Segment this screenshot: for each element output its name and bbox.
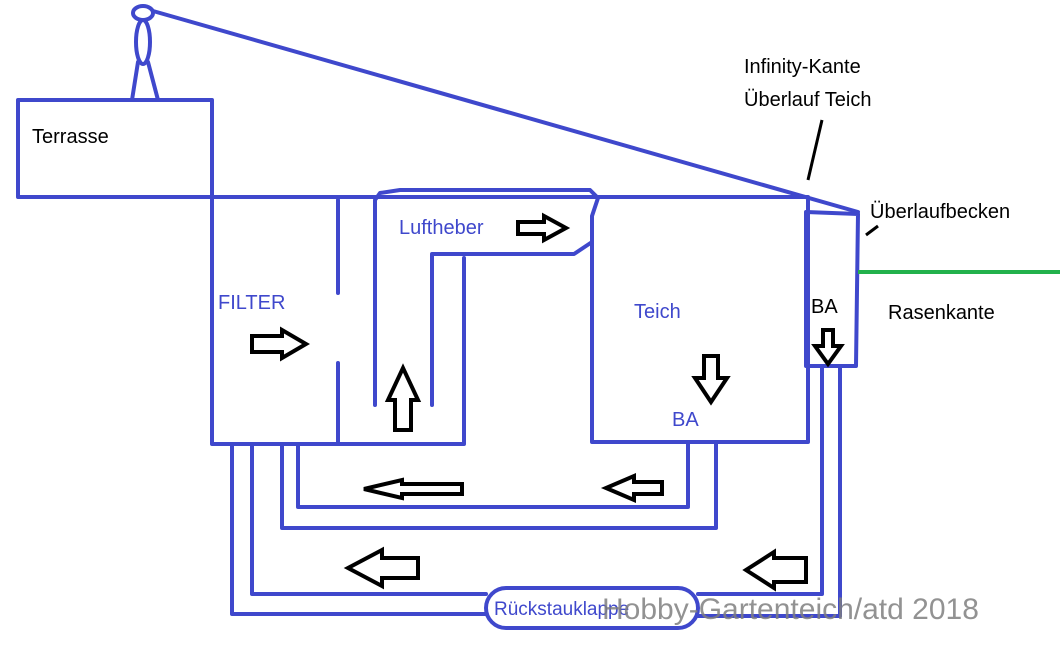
sightline (151, 9, 860, 214)
arrow-left-pipe-1 (363, 477, 464, 501)
luftheber-pipe-outer (373, 188, 600, 407)
terrasse-box (16, 98, 214, 199)
teich-wall (336, 256, 466, 446)
ba-pipe-inner (296, 440, 690, 509)
ueberlaufbecken-box (804, 210, 860, 368)
becken-pipe-inner (696, 364, 824, 596)
infinity-callout-line (806, 119, 824, 181)
watermark: Hobby-Gartenteich/atd 2018 (602, 593, 979, 626)
person-figure (130, 4, 160, 102)
ueberlaufbecken-label: Überlaufbecken (870, 201, 1010, 223)
filter-outer-wall (210, 195, 340, 446)
infinity-label-line1: Infinity-Kante (744, 56, 861, 78)
return-pipe-inner (250, 442, 488, 596)
ba-teich-label: BA (672, 409, 699, 431)
rasenkante-label: Rasenkante (888, 302, 995, 324)
arrow-right-luftheber (516, 212, 571, 244)
rueckstauklappe-valve (484, 586, 700, 630)
arrow-left-return-2 (742, 548, 808, 592)
arrow-left-return-1 (343, 546, 420, 590)
teich-label: Teich (634, 301, 681, 323)
arrow-down-becken (811, 328, 845, 368)
ba-becken-label: BA (811, 296, 838, 318)
filter-label: FILTER (218, 292, 285, 314)
arrow-down-teich (691, 354, 731, 406)
becken-pipe-outer (696, 364, 842, 618)
terrasse-label: Terrasse (32, 126, 109, 148)
arrow-right-filter (250, 326, 310, 362)
luftheber-label: Luftheber (399, 217, 484, 239)
infinity-label-line2: Überlauf Teich (744, 89, 871, 111)
becken-callout-line (865, 224, 879, 237)
rueckstauklappe-label: Rückstauklappe (494, 599, 629, 620)
ba-pipe-outer (280, 440, 718, 530)
teich-right (590, 198, 810, 444)
arrow-up-luftheber (384, 363, 422, 432)
return-pipe-outer (230, 442, 488, 616)
arrow-left-pipe-2 (600, 472, 664, 504)
